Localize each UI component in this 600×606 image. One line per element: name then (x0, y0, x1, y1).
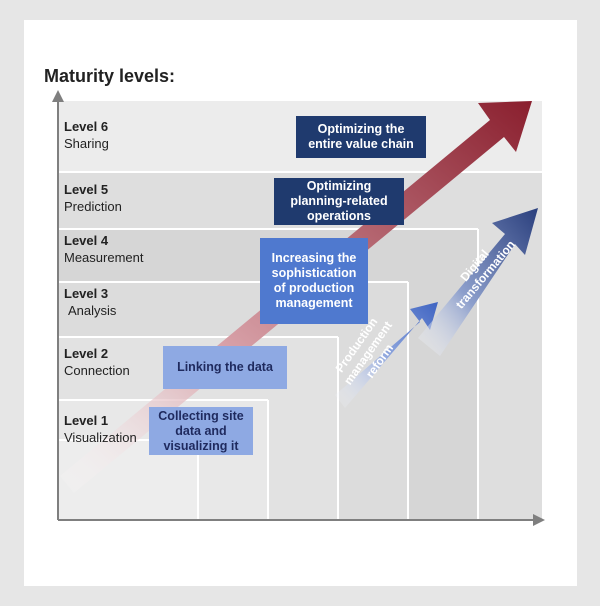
level-name: Connection (64, 363, 130, 378)
level-number: Level 3 (64, 286, 109, 301)
level-number: Level 6 (64, 119, 109, 134)
level-number: Level 4 (64, 233, 109, 248)
level-name: Sharing (64, 136, 109, 151)
level-5-label: Level 5 Prediction (64, 181, 122, 215)
step-box-level-5: Optimizing planning-related operations (274, 178, 404, 225)
production-reform-arrow (335, 302, 438, 408)
digital-transformation-arrow (418, 208, 538, 356)
level-number: Level 2 (64, 346, 109, 361)
level-4-label: Level 4 Measurement (64, 232, 143, 266)
level-3-label: Level 3 Analysis (64, 285, 116, 319)
diagram-title: Maturity levels: (44, 66, 176, 86)
axes (52, 90, 545, 526)
step-box-level-2: Linking the data (163, 346, 287, 389)
level-number: Level 1 (64, 413, 109, 428)
x-axis-arrowhead (533, 514, 545, 526)
level-6-label: Level 6 Sharing (64, 118, 109, 152)
level-name: Visualization (64, 430, 137, 445)
y-axis-arrowhead (52, 90, 64, 102)
step-box-level-6: Optimizing the entire value chain (296, 116, 426, 158)
level-name: Analysis (68, 303, 117, 318)
step-box-level-4: Increasing the sophistication of product… (260, 238, 368, 324)
level-1-label: Level 1 Visualization (64, 412, 137, 446)
level-number: Level 5 (64, 182, 109, 197)
level-2-label: Level 2 Connection (64, 345, 130, 379)
step-box-level-1: Collecting site data and visualizing it (149, 407, 253, 455)
level-name: Measurement (64, 250, 144, 265)
level-name: Prediction (64, 199, 122, 214)
